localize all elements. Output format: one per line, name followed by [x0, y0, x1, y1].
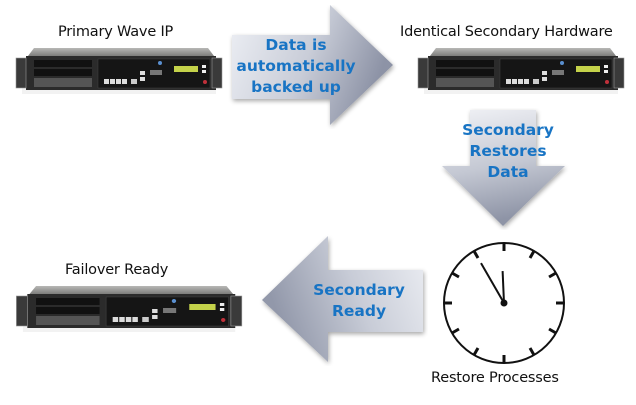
clock-tick: [451, 271, 460, 279]
clock-tick: [472, 347, 480, 356]
backup-arrow: [228, 5, 398, 129]
arrow-shape: [442, 110, 565, 226]
clock-icon: [443, 242, 565, 364]
secondary-node-label: Identical Secondary Hardware: [400, 24, 613, 40]
restore-clock: [442, 241, 566, 365]
label-line: Secondary: [462, 121, 554, 139]
ready-arrow: [258, 234, 428, 366]
label-line: backed up: [251, 78, 341, 96]
rack-server-icon: [16, 286, 243, 332]
label-line: Data is: [265, 36, 327, 54]
ready-arrow-label: Secondary Ready: [300, 280, 418, 322]
arrow-shape: [262, 236, 423, 362]
clock-tick: [451, 327, 460, 335]
restore-node-label: Restore Processes: [431, 370, 559, 386]
primary-server: [12, 44, 224, 96]
clock-tick: [472, 250, 480, 259]
backup-arrow-label: Data is automatically backed up: [236, 35, 356, 98]
clock-minute-hand: [480, 262, 505, 304]
label-line: automatically: [236, 57, 356, 75]
primary-node-label: Primary Wave IP: [58, 24, 174, 40]
rack-server-icon: [417, 48, 625, 94]
clock-hour-hand: [501, 270, 505, 304]
restore-arrow-label: Secondary Restores Data: [448, 120, 568, 183]
arrow-shape: [232, 5, 393, 125]
failover-node-label: Failover Ready: [65, 262, 169, 278]
rack-server-icon: [15, 48, 223, 94]
clock-tick: [548, 271, 557, 279]
clock-tick: [528, 347, 536, 356]
failover-server: [12, 282, 244, 334]
label-line: Restores: [469, 142, 547, 160]
restore-arrow: [440, 108, 570, 230]
label-line: Data: [487, 163, 529, 181]
clock-tick: [528, 250, 536, 259]
label-line: Ready: [331, 302, 387, 320]
secondary-server: [414, 44, 626, 96]
clock-center: [500, 299, 508, 307]
clock-tick: [548, 327, 557, 335]
label-line: Secondary: [313, 281, 405, 299]
